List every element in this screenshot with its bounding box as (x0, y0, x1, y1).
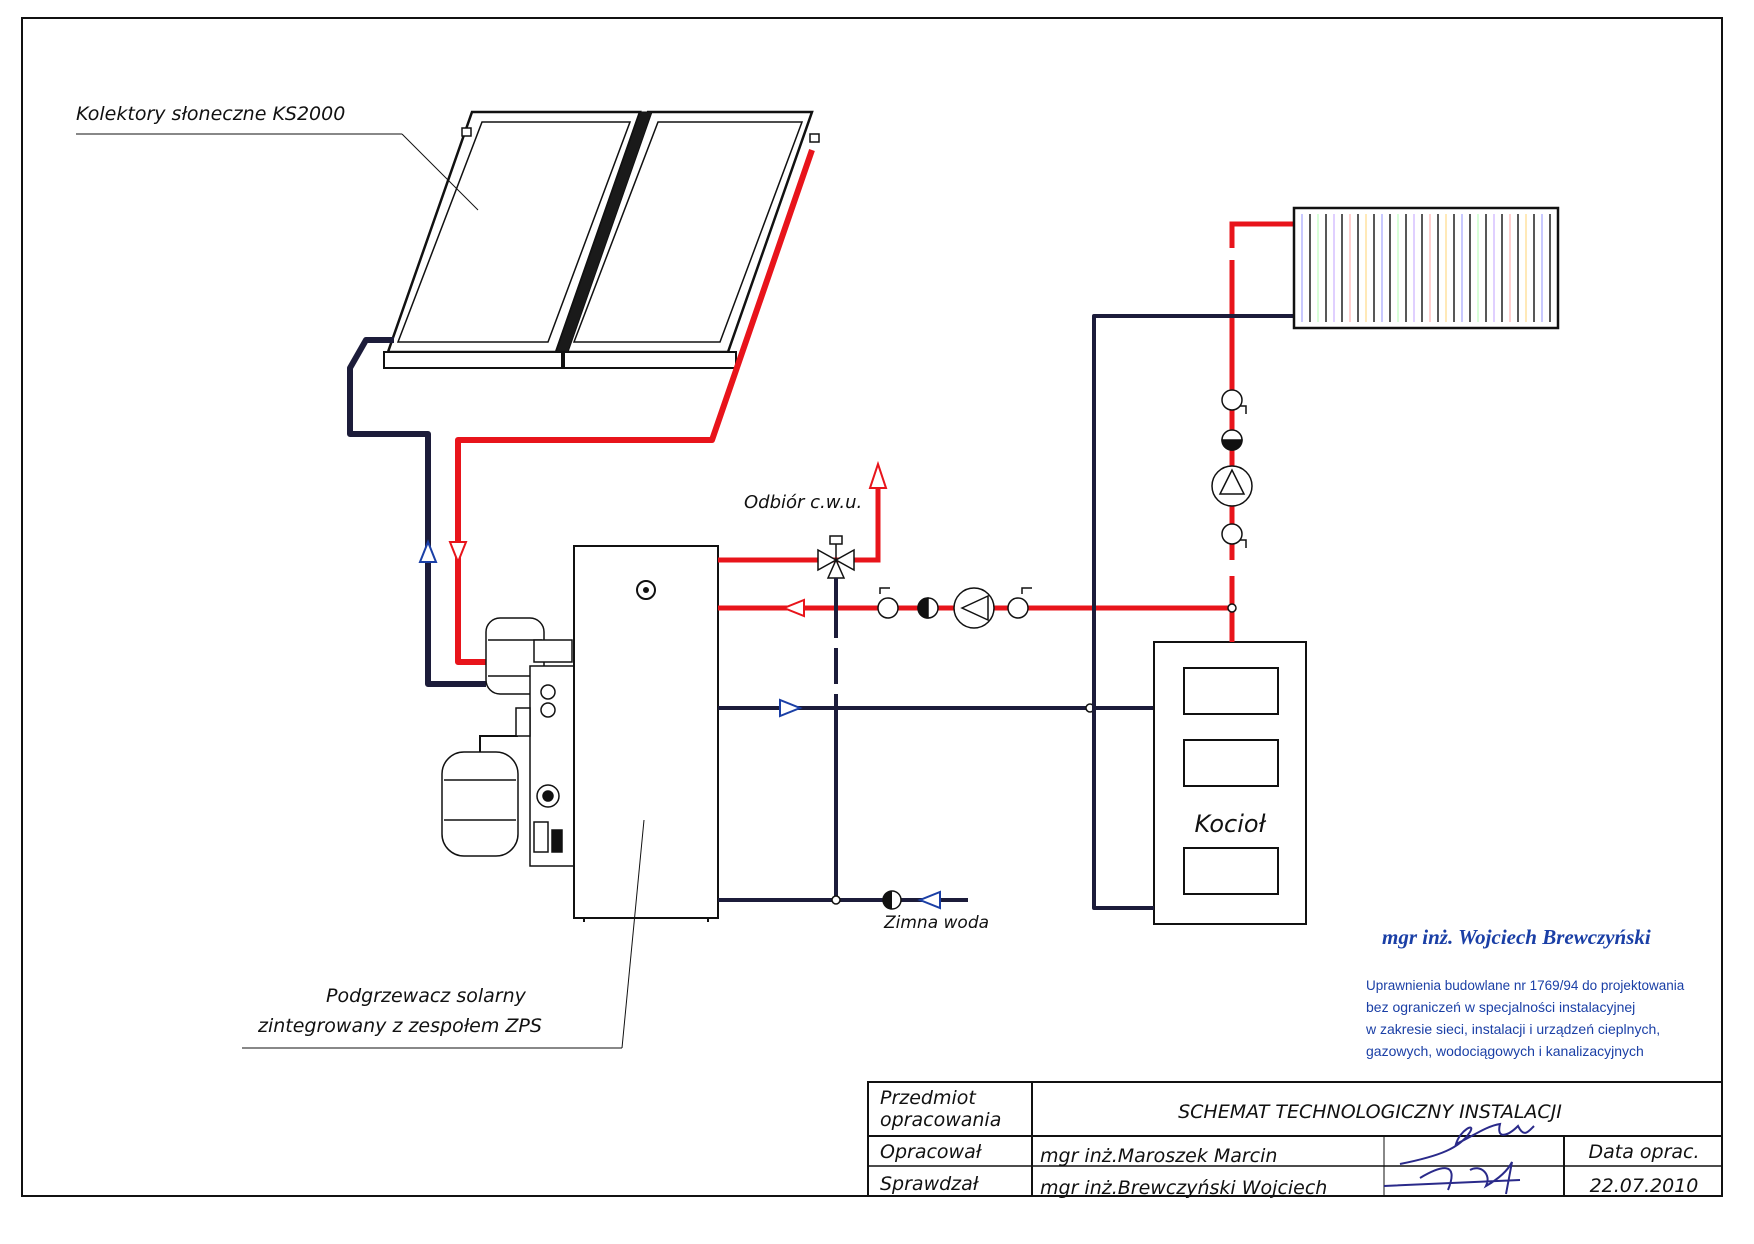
mixing-valve-icon (817, 535, 855, 579)
flow-arrow-up (418, 539, 438, 563)
stamp-name: mgr inż. Wojciech Brewczyński (1382, 925, 1651, 949)
subject-label-line2: opracowania (880, 1109, 1001, 1131)
radiator (1292, 206, 1560, 330)
solar-collectors (383, 110, 820, 369)
signatures (1383, 1122, 1535, 1195)
subject-label-line1: Przedmiot (880, 1087, 977, 1109)
dhw-pipe (718, 486, 881, 563)
dhw-arrow-up (868, 460, 888, 489)
date-label: Data oprac. (1588, 1141, 1699, 1163)
boiler-flow-arrow-left (781, 598, 805, 618)
stamp-line-1: Uprawnienia budowlane nr 1769/94 do proj… (1366, 978, 1685, 993)
return-arrow-right (779, 698, 803, 718)
solar-hot-pipe (455, 149, 815, 665)
radiator-riser-fittings (1211, 389, 1253, 548)
boiler (1153, 641, 1307, 925)
title-block (867, 1081, 1723, 1197)
zps-pump-group (441, 617, 575, 867)
stamp-line-2: bez ograniczeń w specjalności instalacyj… (1366, 999, 1635, 1015)
solar-heater-tank (573, 545, 719, 919)
flow-arrow-down (448, 541, 468, 565)
checked-label: Sprawdzał (880, 1173, 980, 1195)
solar-return-pipe (347, 337, 486, 687)
radiator-return-pipe (1092, 314, 1298, 910)
date-value: 22.07.2010 (1590, 1175, 1699, 1197)
subject-title: SCHEMAT TECHNOLOGICZNY INSTALACJI (1178, 1101, 1562, 1123)
collectors-label: Kolektory słoneczne KS2000 (76, 103, 345, 125)
stamp-line-3: w zakresie sieci, instalacji i urządzeń … (1365, 1021, 1660, 1037)
boiler-label: Kocioł (1194, 810, 1266, 838)
checked-by: mgr inż.Brewczyński Wojciech (1040, 1177, 1327, 1199)
cold-water-arrow-left (917, 890, 941, 910)
radiator-supply-pipe (1229, 221, 1298, 642)
cold-water-label: Zimna woda (883, 913, 989, 933)
stamp-line-4: gazowych, wodociągowych i kanalizacyjnyc… (1366, 1043, 1644, 1059)
radiator-fins (1301, 214, 1551, 322)
boiler-flow-fittings (877, 587, 1032, 629)
prepared-label: Opracował (880, 1141, 983, 1163)
heater-label-line1: Podgrzewacz solarny (326, 985, 527, 1007)
heater-label-line2: zintegrowany z zespołem ZPS (257, 1015, 542, 1037)
prepared-by: mgr inż.Maroszek Marcin (1040, 1145, 1277, 1167)
dhw-label: Odbiór c.w.u. (744, 492, 862, 513)
